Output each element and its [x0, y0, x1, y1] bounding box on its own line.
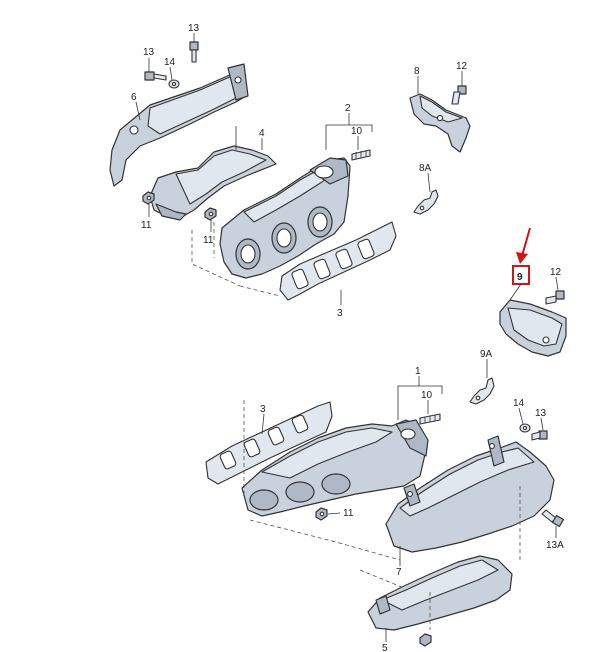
- callout-6[interactable]: 6: [131, 92, 137, 103]
- part-10-stud-lower[interactable]: [419, 413, 441, 425]
- callout-13[interactable]: 13: [535, 408, 547, 419]
- part-11-nut-lower[interactable]: [315, 507, 328, 521]
- part-13-bolt-lower[interactable]: [531, 430, 548, 441]
- part-8-bracket[interactable]: [409, 93, 471, 153]
- part-3-gasket-upper[interactable]: [279, 221, 397, 301]
- lower-assembly-guide-lines: [243, 400, 521, 630]
- callout-3[interactable]: 3: [337, 308, 343, 319]
- callout-3[interactable]: 3: [260, 404, 266, 415]
- callout-labels: 13 13 14 6 2 10 4 11 11 3 8 12 8A 9 12 9…: [131, 23, 564, 652]
- part-1-exhaust-manifold[interactable]: [241, 419, 429, 517]
- callout-10[interactable]: 10: [421, 390, 433, 401]
- part-8A-clip[interactable]: [413, 189, 439, 215]
- part-4-heat-shield[interactable]: [149, 145, 277, 221]
- part-10-stud-upper[interactable]: [351, 149, 371, 161]
- part-3-gasket-lower[interactable]: [205, 401, 333, 485]
- part-nut-lower-5[interactable]: [419, 633, 432, 647]
- callout-11[interactable]: 11: [203, 235, 214, 246]
- callout-5[interactable]: 5: [382, 643, 388, 652]
- callout-14[interactable]: 14: [164, 57, 176, 68]
- callout-8A[interactable]: 8A: [419, 163, 432, 174]
- part-11-nut-upper-right[interactable]: [204, 207, 217, 221]
- part-12-bolt-upper[interactable]: [451, 85, 467, 105]
- callout-4[interactable]: 4: [259, 128, 265, 139]
- part-14-washer[interactable]: [168, 79, 180, 89]
- part-2-exhaust-manifold[interactable]: [219, 157, 351, 279]
- callout-9[interactable]: 9: [517, 272, 523, 283]
- callout-14[interactable]: 14: [513, 398, 525, 409]
- callout-8[interactable]: 8: [414, 66, 420, 77]
- callout-12[interactable]: 12: [456, 61, 468, 72]
- part-5-heat-shield[interactable]: [367, 555, 513, 631]
- part-6-heat-shield[interactable]: [109, 63, 249, 187]
- callout-13A[interactable]: 13A: [546, 540, 564, 551]
- callout-11[interactable]: 11: [141, 220, 152, 231]
- part-9-heat-shield[interactable]: [499, 299, 567, 357]
- callout-13[interactable]: 13: [143, 47, 155, 58]
- part-7-heat-shield[interactable]: [385, 435, 555, 553]
- part-13A-bolt[interactable]: [541, 509, 565, 528]
- callout-7[interactable]: 7: [396, 567, 402, 578]
- callout-2[interactable]: 2: [345, 103, 351, 114]
- part-13-bolt-upper[interactable]: [189, 41, 199, 63]
- callout-9A[interactable]: 9A: [480, 349, 493, 360]
- part-9A-clip[interactable]: [469, 377, 495, 405]
- part-14-washer-lower[interactable]: [519, 423, 531, 433]
- part-12-bolt-right[interactable]: [545, 290, 565, 305]
- callout-13[interactable]: 13: [188, 23, 200, 34]
- callout-11[interactable]: 11: [343, 508, 354, 519]
- callout-12[interactable]: 12: [550, 267, 562, 278]
- upper-assembly-guide-lines: [191, 222, 281, 297]
- leader-lines: [135, 33, 559, 642]
- part-13-bolt-left[interactable]: [144, 71, 167, 81]
- callout-1[interactable]: 1: [415, 366, 421, 377]
- part-11-nut-upper-left[interactable]: [142, 191, 155, 205]
- callout-10[interactable]: 10: [351, 126, 363, 137]
